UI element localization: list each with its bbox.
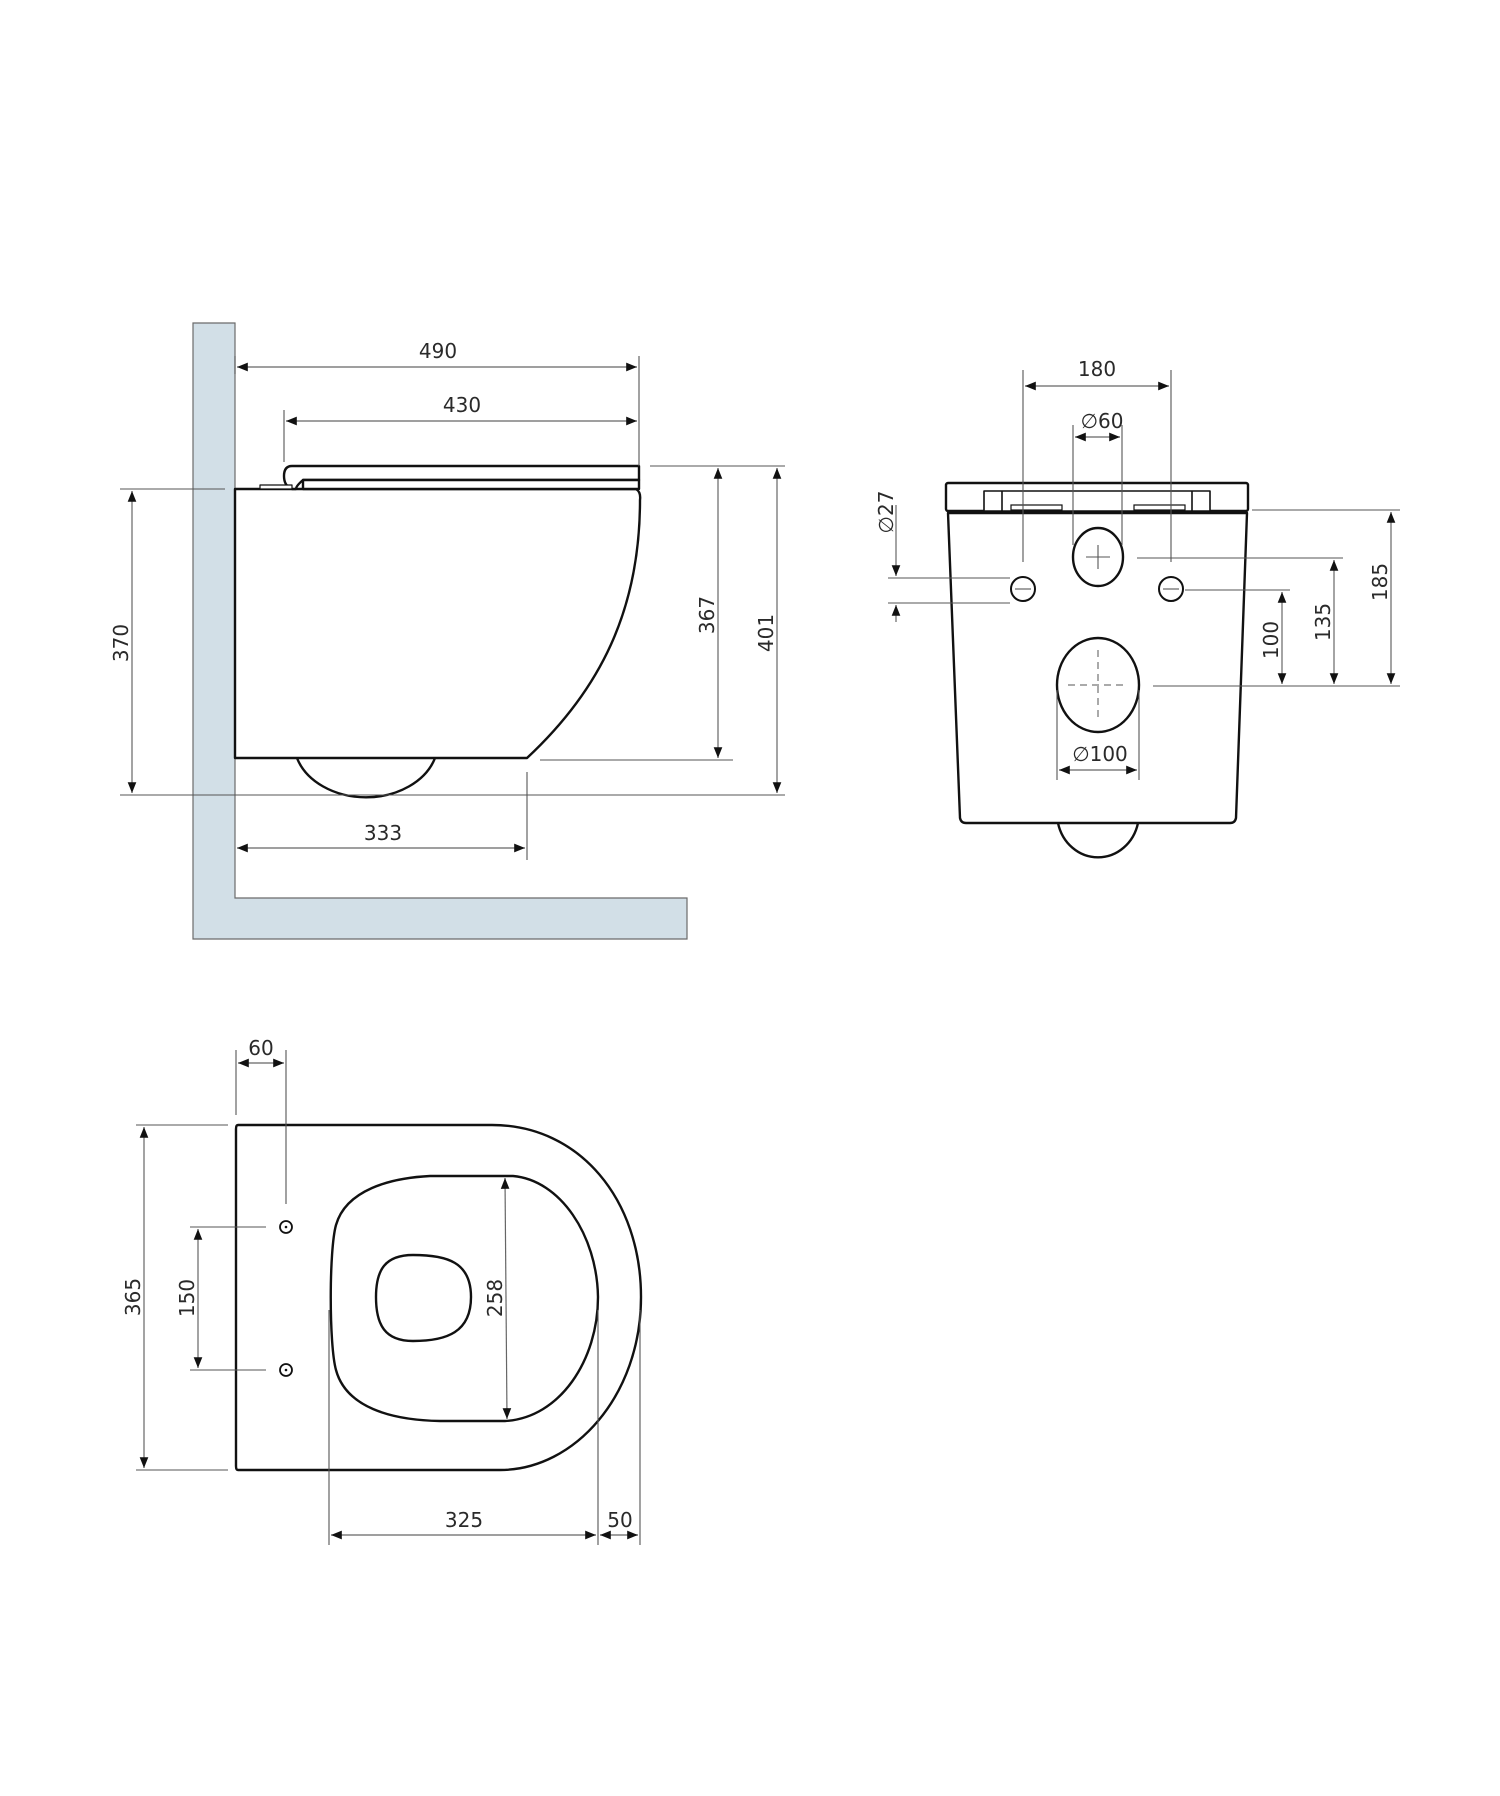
dim-diameter-27: ∅27 [874, 491, 898, 534]
dim-50: 50 [607, 1508, 632, 1532]
dim-490: 490 [419, 339, 457, 363]
outlet-arc [295, 757, 437, 799]
dim-diameter-100: ∅100 [1072, 742, 1128, 766]
dim-diameter-60: ∅60 [1081, 409, 1124, 433]
dim-185: 185 [1368, 563, 1392, 601]
seat-ring-side [301, 478, 641, 491]
dim-401: 401 [754, 614, 778, 652]
dim-top-60: 60 [248, 1036, 273, 1060]
dim-370: 370 [109, 624, 133, 662]
top-view: 60 365 150 258 325 50 [121, 1036, 643, 1545]
front-view: 180 ∅60 ∅27 100 135 185 ∅100 [874, 357, 1400, 859]
dim-258: 258 [483, 1279, 507, 1317]
outlet-arc-front [1056, 822, 1140, 859]
dim-333: 333 [364, 821, 402, 845]
dim-430: 430 [443, 393, 481, 417]
dim-367: 367 [695, 596, 719, 634]
dim-150: 150 [175, 1279, 199, 1317]
bowl-opening [374, 1253, 473, 1343]
side-view: 490 430 370 367 401 333 [109, 322, 785, 940]
dim-180: 180 [1078, 357, 1116, 381]
wall-and-floor [192, 322, 688, 940]
dim-325: 325 [445, 1508, 483, 1532]
toilet-body-side [233, 487, 642, 760]
dim-135: 135 [1311, 603, 1335, 641]
dim-100: 100 [1259, 621, 1283, 659]
hinge [259, 484, 293, 490]
dim-365: 365 [121, 1278, 145, 1316]
